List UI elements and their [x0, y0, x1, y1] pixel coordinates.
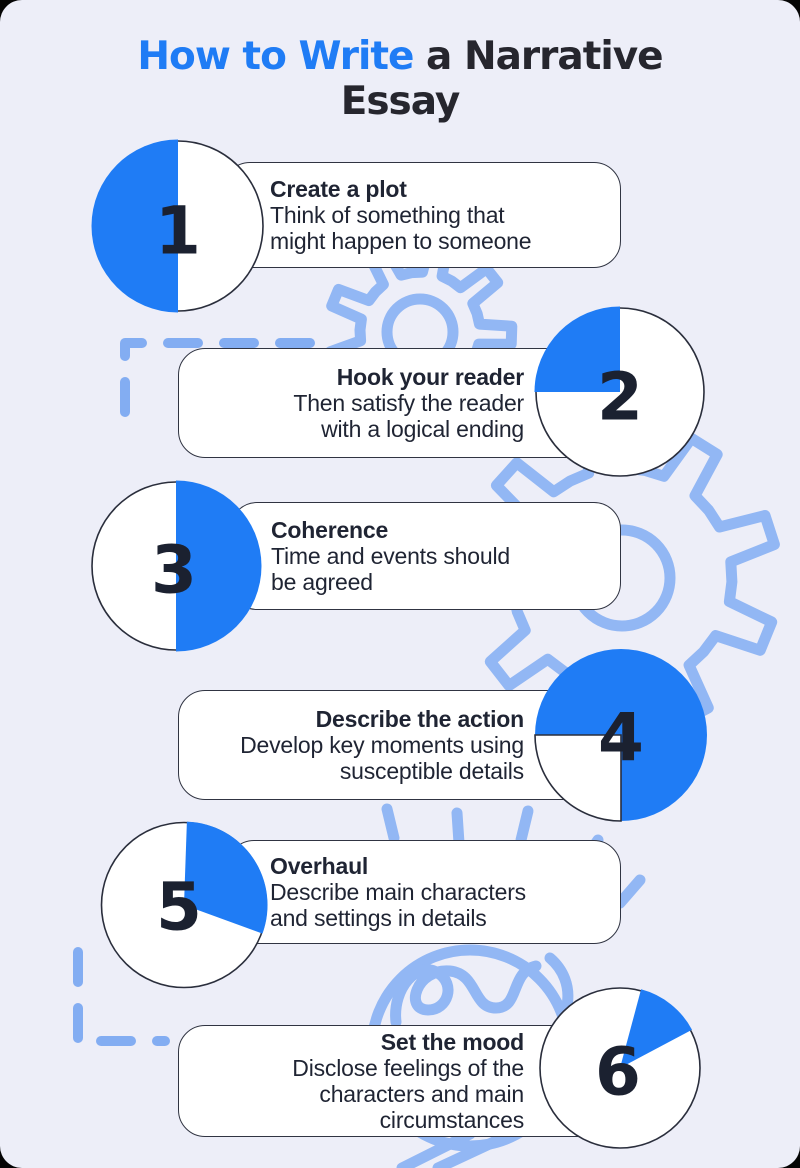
- dashed-path-top: [120, 338, 315, 430]
- lightbulb-icon: [306, 803, 646, 1168]
- step-card-4: Describe the action Develop key moments …: [178, 690, 645, 800]
- step-card-2: Hook your reader Then satisfy the reader…: [178, 348, 645, 458]
- title-line-2: Essay: [340, 79, 461, 124]
- step-number-6: 6: [595, 1033, 641, 1111]
- dashed-path-bottom: [73, 947, 170, 1046]
- title-line-1: How to Write a Narrative: [137, 34, 663, 79]
- step-text-line: Time and events should: [271, 543, 510, 569]
- step-text-line: characters and main: [319, 1081, 524, 1107]
- step-card-6: Set the mood Disclose feelings of the ch…: [178, 1025, 645, 1137]
- step-text-line: Disclose feelings of the: [292, 1055, 524, 1081]
- step-card-5: Overhaul Describe main characters and se…: [227, 840, 621, 944]
- step-text-line: and settings in details: [270, 905, 487, 931]
- step-title: Overhaul: [270, 853, 369, 879]
- step-text-line: with a logical ending: [321, 416, 524, 442]
- step-title: Describe the action: [315, 706, 525, 732]
- step-number-3: 3: [151, 531, 197, 609]
- step-text-line: Describe main characters: [270, 879, 526, 905]
- step-text-line: be agreed: [271, 569, 373, 595]
- step-card-3: Coherence Time and events should be agre…: [230, 502, 621, 610]
- page-title: How to Write a Narrative Essay: [0, 34, 800, 124]
- step-text-line: Then satisfy the reader: [293, 390, 524, 416]
- step-title: Hook your reader: [336, 364, 524, 390]
- step-text-line: circumstances: [379, 1107, 525, 1133]
- step-text-line: might happen to someone: [270, 228, 532, 254]
- step-title: Set the mood: [380, 1029, 524, 1055]
- step-text-line: susceptible details: [339, 758, 524, 784]
- step-title: Coherence: [271, 517, 389, 543]
- step-text-line: Think of something that: [270, 202, 505, 228]
- step-card-1: Create a plot Think of something that mi…: [223, 162, 621, 268]
- step-number-5: 5: [156, 868, 202, 946]
- step-number-2: 2: [597, 358, 643, 436]
- title-highlight: How to Write: [137, 34, 414, 79]
- step-number-1: 1: [155, 192, 201, 270]
- step-text-line: Develop key moments using: [240, 732, 524, 758]
- step-title: Create a plot: [270, 176, 407, 202]
- step-number-4: 4: [598, 699, 644, 777]
